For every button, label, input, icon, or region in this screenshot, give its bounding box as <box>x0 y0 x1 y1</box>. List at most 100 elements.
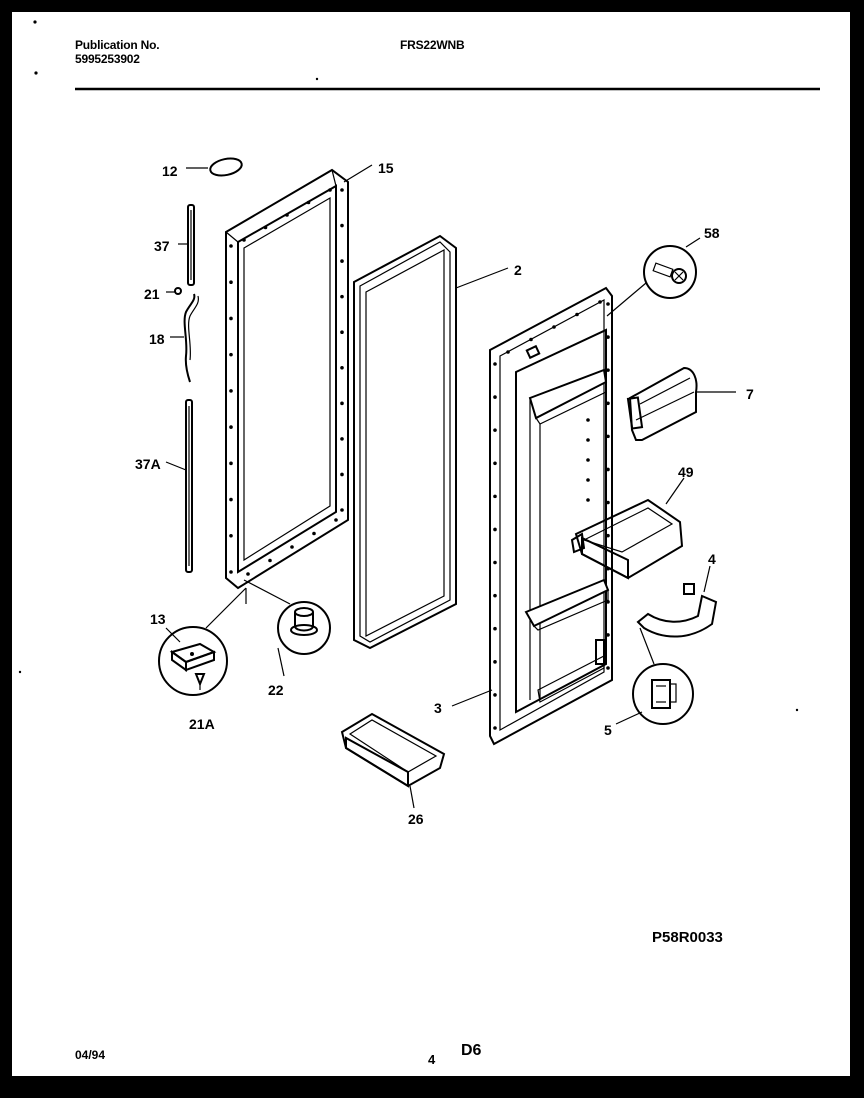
screw-hole-dot <box>493 593 497 598</box>
screw-hole-dot <box>493 527 497 532</box>
screw-hole-dot <box>229 389 233 393</box>
screw-hole-dot <box>606 666 610 670</box>
callout-4: 4 <box>708 551 716 567</box>
part-21-screw <box>166 287 182 295</box>
part-49-door-bin <box>570 498 684 580</box>
screw-hole-dot <box>340 294 344 299</box>
screw-hole-dot <box>493 626 497 631</box>
screw-hole-dot <box>552 325 556 329</box>
screw-hole-dot <box>586 478 590 482</box>
screw-hole-dot <box>340 223 344 228</box>
screw-hole-dot <box>229 570 233 574</box>
screw-hole-dot <box>290 545 294 549</box>
callout-13: 13 <box>150 611 166 627</box>
screw-hole-dot <box>229 461 233 466</box>
screw-hole-dot <box>334 518 338 522</box>
screw-hole-dot <box>606 434 610 439</box>
screw-hole-dot <box>606 302 610 306</box>
screw-hole-dot <box>493 428 497 432</box>
screw-hole-dot <box>586 498 590 502</box>
screw-hole-dot <box>606 533 610 538</box>
screw-hole-dot <box>340 259 344 263</box>
screw-hole-dot <box>328 188 332 192</box>
screw-hole-dot <box>340 472 344 477</box>
callout-49: 49 <box>678 464 694 480</box>
model-number: FRS22WNB <box>400 38 465 52</box>
screw-hole-dot <box>340 437 344 441</box>
screw-hole-dot <box>493 693 497 697</box>
exploded-door-diagram <box>18 20 820 809</box>
screw-hole-dot <box>606 368 610 372</box>
callout-2: 2 <box>514 262 522 278</box>
screw-hole-dot <box>340 330 344 335</box>
part-13-hinge <box>158 626 228 696</box>
part-22-bushing <box>277 601 331 655</box>
callout-26: 26 <box>408 811 424 827</box>
part-37a-trim-strip <box>185 399 193 573</box>
callout-3: 3 <box>434 700 442 716</box>
screw-hole-dot <box>268 558 272 563</box>
screw-hole-dot <box>229 425 233 429</box>
screw-hole-dot <box>229 352 233 357</box>
footer-date: 04/94 <box>75 1048 106 1062</box>
callout-5: 5 <box>604 722 612 738</box>
screw-hole-dot <box>586 438 590 442</box>
screw-hole-dot <box>493 395 497 399</box>
screw-hole-dot <box>598 300 602 304</box>
part-12-plug <box>209 157 243 177</box>
screw-hole-dot <box>229 280 233 285</box>
callout-21a: 21A <box>189 716 215 732</box>
screw-hole-dot <box>493 362 497 366</box>
screw-hole-dot <box>606 335 610 339</box>
part-18-handle <box>183 293 199 383</box>
callout-18: 18 <box>149 331 165 347</box>
callout-37a: 37A <box>135 456 161 472</box>
callout-22: 22 <box>268 682 284 698</box>
screw-hole-dot <box>242 238 246 242</box>
screw-hole-dot <box>246 572 250 576</box>
callout-21: 21 <box>144 286 160 302</box>
callout-12: 12 <box>162 163 178 179</box>
part-15-door-panel <box>225 168 349 590</box>
screw-hole-dot <box>606 500 610 505</box>
part-4-bin-bracket <box>636 583 718 638</box>
part-7-dairy-door <box>626 366 698 441</box>
screw-hole-dot <box>606 467 610 472</box>
screw-hole-dot <box>506 350 510 354</box>
screw-hole-dot <box>229 316 233 321</box>
screw-hole-dot <box>575 312 579 317</box>
screw-hole-dot <box>606 633 610 637</box>
callout-7: 7 <box>746 386 754 402</box>
screw-hole-dot <box>606 600 610 604</box>
part-2-gasket <box>353 234 457 650</box>
footer-section: D6 <box>461 1042 482 1059</box>
screw-hole-dot <box>340 401 344 406</box>
callout-37: 37 <box>154 238 170 254</box>
screw-hole-dot <box>312 531 316 536</box>
screw-hole-dot <box>263 225 268 230</box>
screw-hole-dot <box>340 188 344 192</box>
figure-code: P58R0033 <box>652 929 723 946</box>
screw-hole-dot <box>586 458 590 462</box>
part-58-screw <box>643 245 697 299</box>
screw-hole-dot <box>586 418 590 422</box>
screw-hole-dot <box>529 337 533 342</box>
screw-hole-dot <box>606 401 610 406</box>
part-5-clip <box>632 663 694 725</box>
callout-58: 58 <box>704 225 720 241</box>
part-37-trim-strip <box>187 204 195 286</box>
screw-hole-dot <box>340 365 344 370</box>
screw-hole-dot <box>493 726 497 730</box>
parts-sheet: Publication No. 5995253902 FRS22WNB <box>12 12 850 1076</box>
part-21a-screw <box>194 673 206 690</box>
screw-hole-dot <box>493 494 497 499</box>
screw-hole-dot <box>493 660 497 664</box>
screw-hole-dot <box>229 497 233 502</box>
screw-hole-dot <box>493 560 497 565</box>
screw-hole-dot <box>493 461 497 466</box>
part-3-door-liner <box>489 286 613 746</box>
publication-label: Publication No. <box>75 38 160 52</box>
screw-hole-dot <box>285 213 289 217</box>
callout-15: 15 <box>378 160 394 176</box>
publication-number: 5995253902 <box>75 52 140 66</box>
